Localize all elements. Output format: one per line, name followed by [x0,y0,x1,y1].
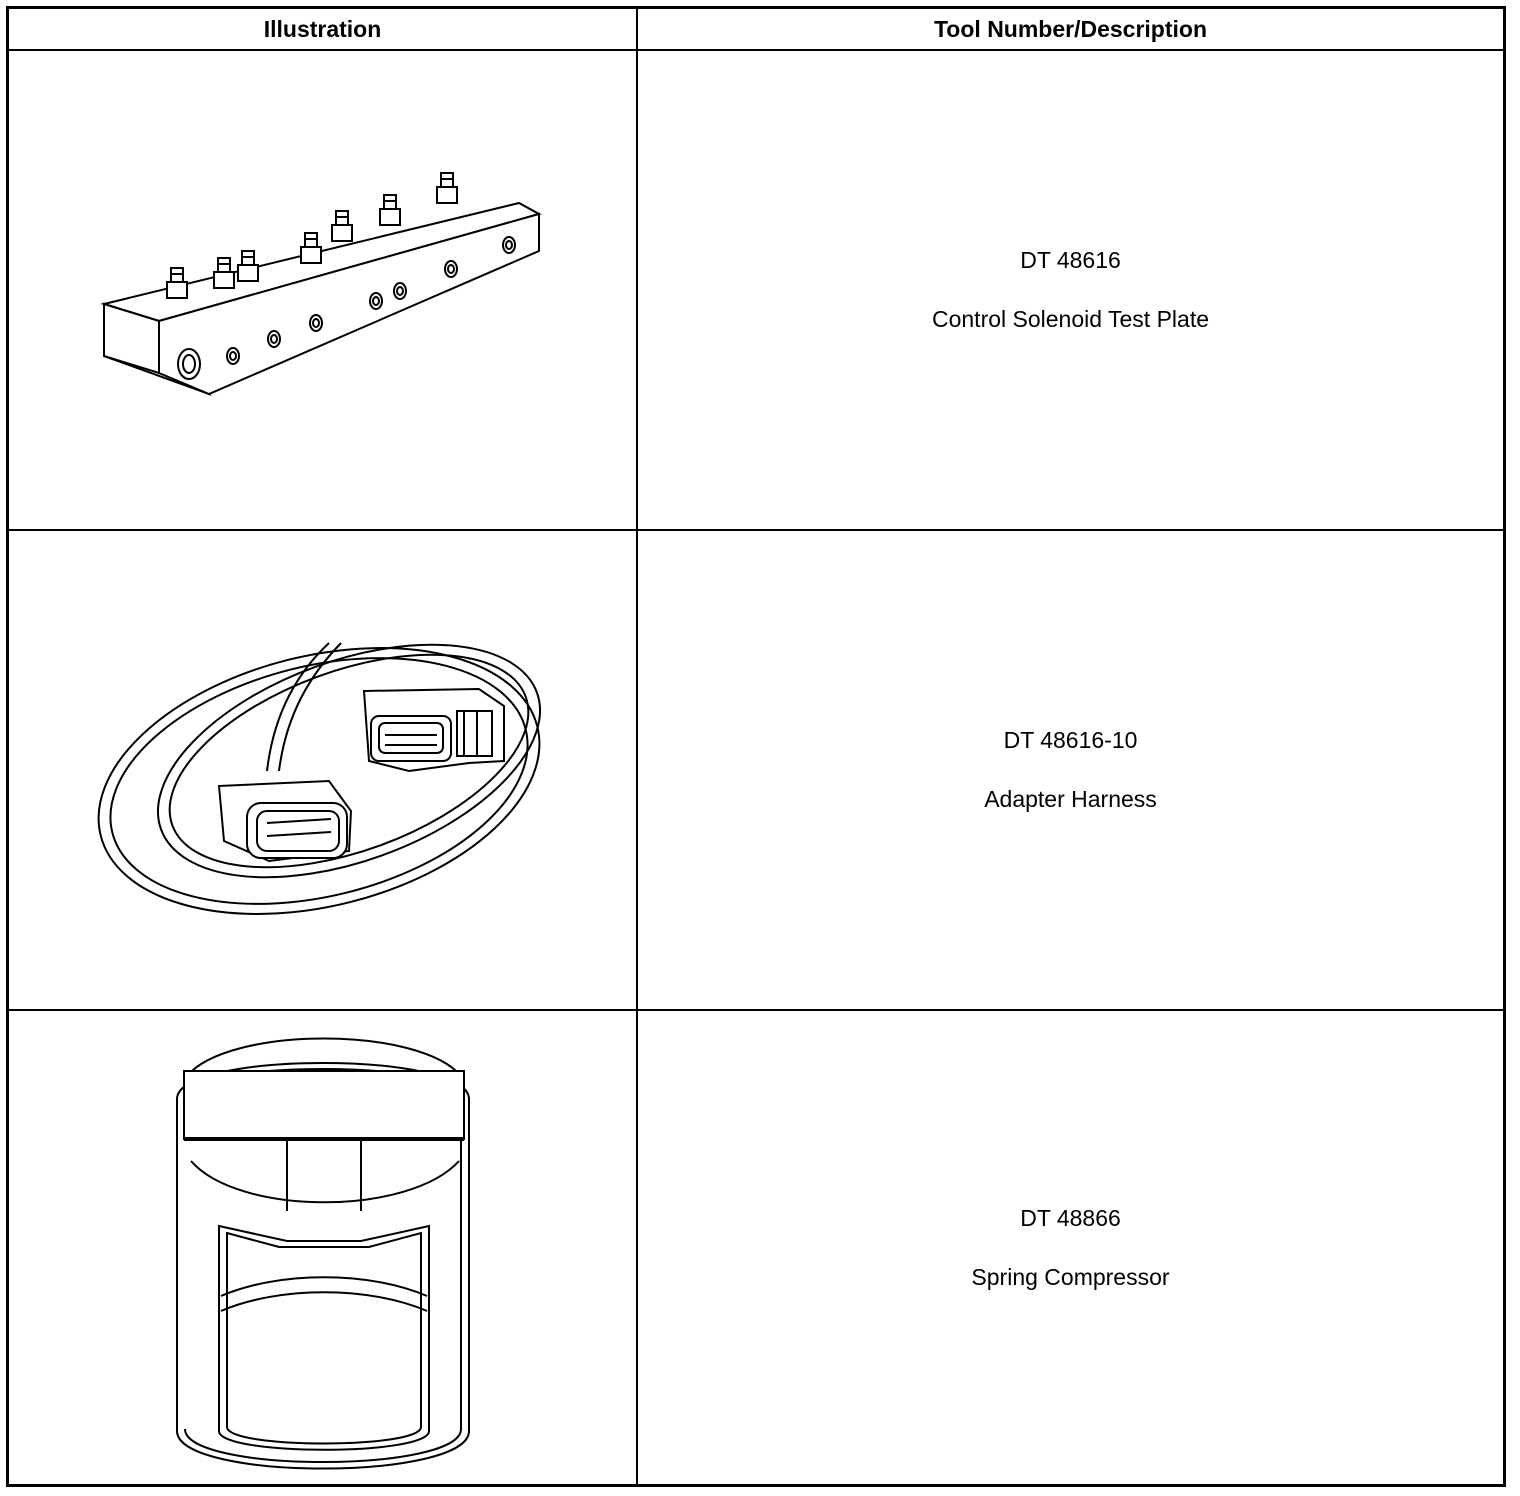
header-illustration: Illustration [9,9,636,51]
tool-description: Control Solenoid Test Plate [931,306,1210,332]
tool-number: DT 48866 [1020,1204,1121,1231]
tool-number: DT 48616 [1020,247,1121,273]
table-row: DT 48616 Control Solenoid Test Plate [9,51,1503,531]
description-cell: DT 48866 Spring Compressor [636,1011,1503,1484]
tool-number: DT 48616-10 [1003,727,1138,753]
header-tool-number-description: Tool Number/Description [636,9,1503,51]
solenoid-test-plate-icon [9,51,636,529]
illustration-cell [9,531,636,1009]
illustration-cell [9,51,636,529]
adapter-harness-icon [9,531,636,1009]
table-row: DT 48616-10 Adapter Harness [9,531,1503,1011]
tool-description: Adapter Harness [984,786,1157,812]
description-cell: DT 48616 Control Solenoid Test Plate [636,51,1503,529]
tools-table: Illustration Tool Number/Description [6,6,1506,1487]
illustration-cell [9,1011,636,1484]
tool-description: Spring Compressor [971,1263,1170,1290]
description-cell: DT 48616-10 Adapter Harness [636,531,1503,1009]
table-row: DT 48866 Spring Compressor [9,1011,1503,1484]
spring-compressor-icon [9,1011,636,1484]
